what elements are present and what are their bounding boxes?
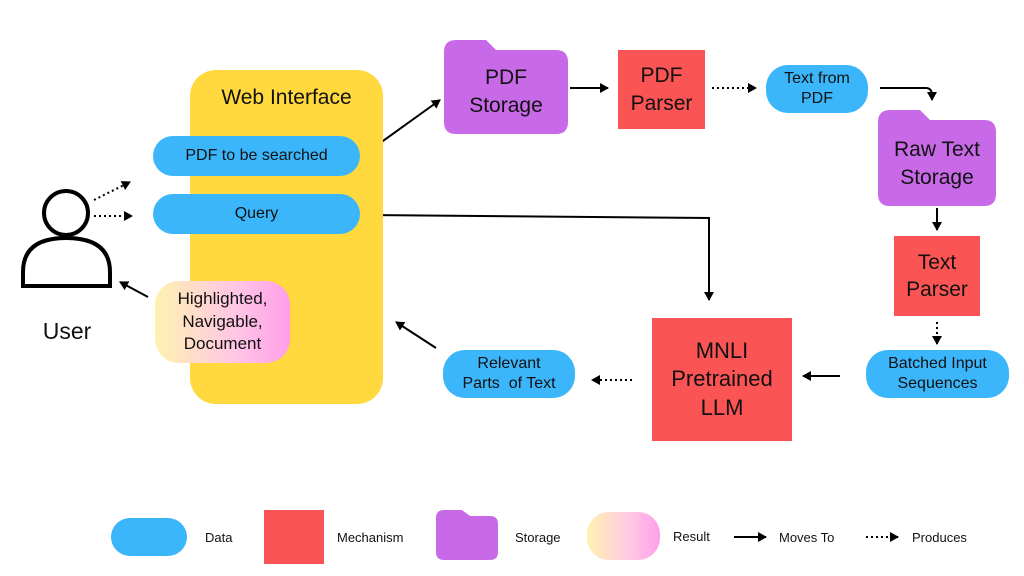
pdf-storage-folder <box>444 40 568 134</box>
query-node: Query <box>153 194 360 234</box>
legend-result-label: Result <box>673 529 710 544</box>
arrow-result-to-user <box>119 281 149 298</box>
user-label: User <box>42 318 92 344</box>
text-from-pdf-node: Text from PDF <box>766 65 868 113</box>
legend-storage-folder <box>436 510 498 560</box>
legend-produces-label: Produces <box>912 530 967 545</box>
mnli-pretrained-llm-node: MNLI Pretrained LLM <box>652 318 792 441</box>
legend-storage-label: Storage <box>515 530 561 545</box>
web-interface-title: Web Interface <box>221 86 352 109</box>
legend-mechanism-label: Mechanism <box>337 530 404 545</box>
highlighted-document-result: Highlighted, Navigable, Document <box>155 281 290 363</box>
text-parser-node: Text Parser <box>894 236 980 316</box>
legend-moves-to-label: Moves To <box>779 530 835 545</box>
legend-mechanism-swatch <box>264 510 324 564</box>
legend-data-swatch <box>111 518 187 556</box>
raw-text-storage-folder <box>878 110 996 206</box>
user-person-icon <box>21 189 112 288</box>
pdf-storage-node: PDF Storage <box>469 65 543 117</box>
arrow-text-to-raw-storage <box>880 87 937 101</box>
legend-data-label: Data <box>205 530 233 545</box>
dotted-arrow-user-to-pdf <box>93 181 131 201</box>
pdf-parser-node: PDF Parser <box>618 50 705 129</box>
relevant-parts-of-text-node: Relevant Parts of Text <box>443 350 575 398</box>
legend-result-swatch <box>587 512 660 560</box>
arrow-query-to-llm <box>367 214 714 301</box>
pdf-to-be-searched-node: PDF to be searched <box>153 136 360 176</box>
raw-text-storage-node: Raw Text Storage <box>894 137 980 189</box>
arrow-relevant-to-interface <box>395 321 437 349</box>
batched-input-sequences-node: Batched Input Sequences <box>866 350 1009 398</box>
